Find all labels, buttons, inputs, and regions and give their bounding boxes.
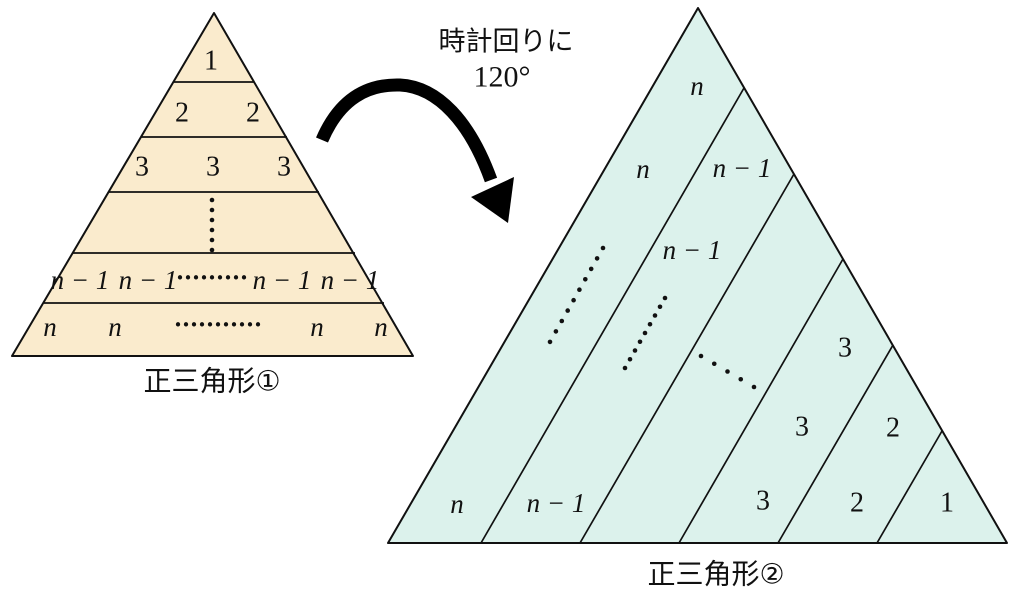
t2-stripe-n1-label: n − 1 bbox=[663, 235, 722, 265]
stripe-n-diagonal-ellipsis-icon bbox=[547, 245, 606, 345]
t1-row5-ellipsis: ········· bbox=[176, 265, 248, 292]
t1-row5-label: n − 1 bbox=[51, 265, 110, 295]
t1-row5-label: n − 1 bbox=[321, 265, 380, 295]
t2-stripe-3-label: 3 bbox=[795, 412, 809, 443]
t2-stripe-n1-label: n − 1 bbox=[527, 488, 586, 518]
rotation-arrow-shaft bbox=[316, 78, 498, 183]
t2-stripe-n-label: n bbox=[690, 71, 704, 101]
t1-row3-label: 3 bbox=[206, 152, 220, 183]
triangle-1-group: 1 2 2 3 3 3 n − 1 n − 1 ········· n − 1 … bbox=[11, 12, 414, 398]
rotation-arrow-head bbox=[471, 177, 514, 223]
triangle-1-shape bbox=[11, 12, 414, 357]
rotation-annotation-group: 時計回りに 120° bbox=[316, 27, 574, 223]
t1-row6-label: n bbox=[108, 312, 122, 342]
t1-row5-label: n − 1 bbox=[253, 265, 312, 295]
t1-row3-label: 3 bbox=[277, 152, 291, 183]
clockwise-rotation-arrow-icon bbox=[316, 78, 514, 223]
t1-row6-ellipsis: ··········· bbox=[174, 312, 262, 339]
t1-row6-label: n bbox=[310, 312, 324, 342]
triangle-2-group: n n n n − 1 n − 1 n − 1 bbox=[387, 7, 1008, 591]
t2-stripe-2-label: 2 bbox=[850, 488, 864, 519]
rotation-angle-text: 120° bbox=[474, 61, 531, 94]
t2-stripe-3-label: 3 bbox=[756, 486, 770, 517]
triangle-2-stripe-divider bbox=[480, 87, 745, 544]
triangle-2-caption: 正三角形② bbox=[647, 558, 784, 591]
triangle-2-stripe-divider bbox=[876, 430, 943, 544]
triangle-1-caption: 正三角形① bbox=[143, 365, 280, 398]
vertical-ellipsis-icon bbox=[209, 197, 215, 253]
t2-stripe-n-label: n bbox=[636, 154, 650, 184]
rotation-note-text: 時計回りに bbox=[439, 27, 574, 58]
t1-row6-label: n bbox=[43, 312, 57, 342]
t2-stripe-3-label: 3 bbox=[838, 333, 852, 364]
t1-row3-label: 3 bbox=[135, 152, 149, 183]
t1-row2-label: 2 bbox=[246, 98, 260, 129]
triangle-2-stripe-divider bbox=[678, 258, 844, 544]
stripe-n1-diagonal-ellipsis-icon bbox=[622, 295, 668, 371]
t2-stripe-1-label: 1 bbox=[940, 488, 954, 519]
triangle-2-stripe-divider bbox=[777, 344, 894, 544]
t1-row5-label: n − 1 bbox=[119, 265, 178, 295]
t1-row1-label: 1 bbox=[204, 46, 218, 77]
t2-stripe-n-label: n bbox=[450, 489, 464, 519]
t2-stripe-2-label: 2 bbox=[886, 413, 900, 444]
t1-row2-label: 2 bbox=[175, 98, 189, 129]
t2-stripe-n1-label: n − 1 bbox=[713, 153, 772, 183]
triangle-2-stripe-divider bbox=[579, 173, 795, 544]
t1-row6-label: n bbox=[374, 312, 388, 342]
triangle-2-shape bbox=[387, 7, 1008, 544]
stripe-middle-ellipsis-icon bbox=[698, 353, 757, 390]
